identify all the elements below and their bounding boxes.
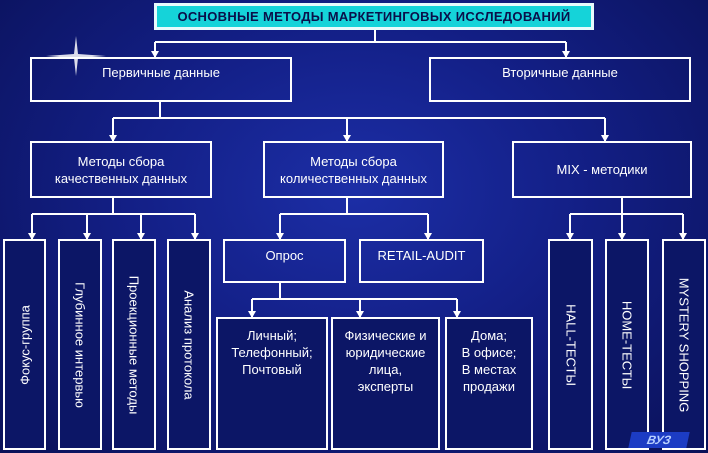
survey-respondents-box: Физические и юридические лица, эксперты — [331, 317, 440, 450]
mix-method-label: MYSTERY SHOPPING — [676, 277, 692, 412]
qualitative-methods-box: Методы сбора качественных данных — [30, 141, 212, 198]
qualitative-method-box: Анализ протокола — [167, 239, 211, 450]
mix-method-box: MYSTERY SHOPPING — [662, 239, 706, 450]
qualitative-method-box: Проекционные методы — [112, 239, 156, 450]
mix-method-box: HALL-ТЕСТЫ — [548, 239, 593, 450]
qualitative-method-label: Фокус-группа — [17, 304, 32, 385]
secondary-data-box: Вторичные данные — [429, 57, 691, 102]
quantitative-methods-box: Методы сбора количественных данных — [263, 141, 444, 198]
survey-box: Опрос — [223, 239, 346, 283]
logo-icon: ВУЗ — [628, 432, 690, 448]
survey-channels-box: Личный; Телефонный; Почтовый — [216, 317, 328, 450]
mix-method-label: HOME-ТЕСТЫ — [619, 300, 635, 389]
qualitative-method-label: Глубинное интервью — [72, 281, 88, 408]
mix-methods-box: MIX - методики — [512, 141, 692, 198]
qualitative-method-label: Проекционные методы — [126, 275, 142, 414]
mix-method-label: HALL-ТЕСТЫ — [563, 303, 578, 386]
qualitative-method-box: Фокус-группа — [3, 239, 46, 450]
primary-data-box: Первичные данные — [30, 57, 292, 102]
survey-locations-box: Дома; В офисе; В местах продажи — [445, 317, 533, 450]
qualitative-method-box: Глубинное интервью — [58, 239, 102, 450]
qualitative-method-label: Анализ протокола — [181, 289, 197, 400]
retail-audit-box: RETAIL-AUDIT — [359, 239, 484, 283]
mix-method-box: HOME-ТЕСТЫ — [605, 239, 649, 450]
diagram-title: ОСНОВНЫЕ МЕТОДЫ МАРКЕТИНГОВЫХ ИССЛЕДОВАН… — [154, 3, 594, 30]
